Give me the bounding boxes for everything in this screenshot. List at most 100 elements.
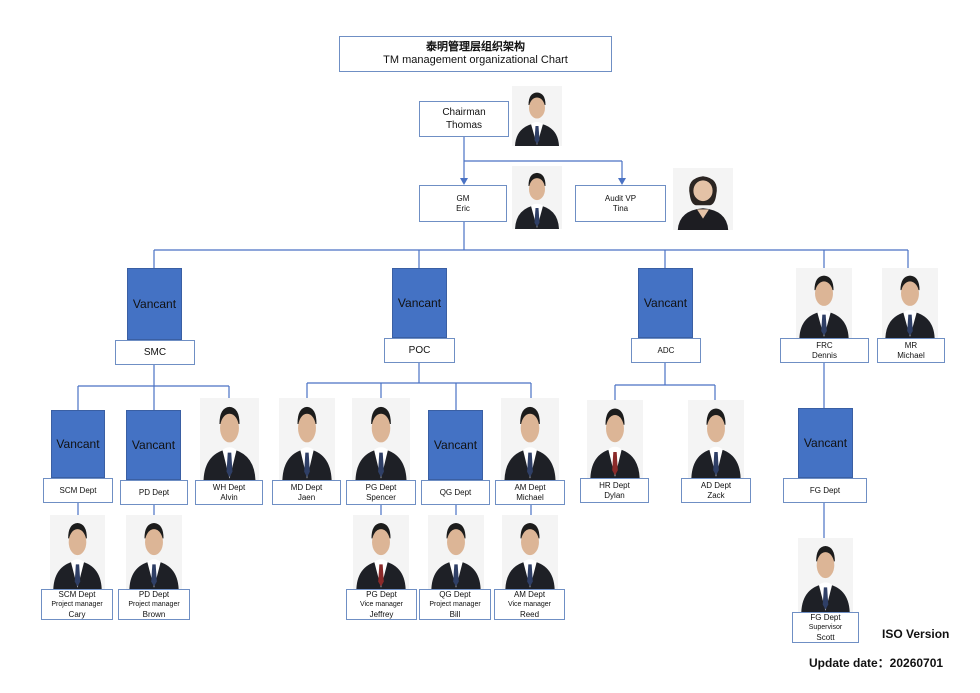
hr-photo	[587, 400, 643, 478]
am-staff-name: Reed	[519, 609, 540, 619]
portrait-icon	[352, 398, 410, 480]
poc-label: POC	[408, 344, 431, 356]
chairman-role: Chairman	[442, 107, 486, 118]
portrait-icon	[200, 398, 259, 480]
portrait-icon	[512, 86, 562, 146]
pg-dept-box: PG Dept Spencer	[346, 480, 416, 505]
pg-staff-box: PG Dept Vice manager Jeffrey	[346, 589, 417, 620]
scm-dept-box: SCM Dept	[43, 478, 113, 503]
scm-staff-dept: SCM Dept	[58, 589, 96, 599]
fg-dept-box: FG Dept	[783, 478, 867, 503]
md-photo	[279, 398, 335, 480]
mr-box: MR Michael	[877, 338, 945, 363]
frc-role: FRC	[816, 340, 833, 350]
portrait-icon	[279, 398, 335, 480]
pg-dept-name: Spencer	[366, 492, 396, 502]
chart-title-en: TM management organizational Chart	[383, 54, 568, 66]
fg-staff-dept: FG Dept	[810, 612, 841, 622]
scm-dept-label: SCM Dept	[59, 485, 97, 495]
audit-vp-photo	[673, 168, 733, 230]
mr-name: Michael	[897, 350, 925, 360]
pd-staff-photo	[126, 515, 182, 589]
pd-dept-box: PD Dept	[120, 480, 188, 505]
qg-staff-dept: QG Dept	[439, 589, 471, 599]
portrait-icon	[688, 400, 744, 478]
ad-dept-name: Zack	[707, 490, 725, 500]
portrait-icon	[796, 268, 852, 338]
poc-vacant: Vancant	[392, 268, 447, 338]
gm-role: GM	[456, 193, 470, 203]
qg-staff-box: QG Dept Project manager Bill	[419, 589, 491, 620]
scm-staff-photo	[50, 515, 105, 589]
scm-staff-title: Project manager	[51, 600, 103, 608]
qg-dept-label: QG Dept	[439, 487, 472, 497]
audit-vp-box: Audit VP Tina	[575, 185, 666, 222]
qg-staff-name: Bill	[449, 609, 461, 619]
pd-staff-title: Project manager	[128, 600, 180, 608]
pg-staff-photo	[353, 515, 409, 589]
pd-staff-box: PD Dept Project manager Brown	[118, 589, 190, 620]
smc-vacant: Vancant	[127, 268, 182, 340]
pg-staff-dept: PG Dept	[366, 589, 397, 599]
mr-photo	[882, 268, 938, 338]
update-date-label: Update date：20260701	[809, 656, 944, 670]
scm-staff-box: SCM Dept Project manager Cary	[41, 589, 113, 620]
ad-dept-role: AD Dept	[700, 480, 732, 490]
chairman-box: Chairman Thomas	[419, 101, 509, 137]
pg-dept-role: PG Dept	[365, 482, 397, 492]
pd-staff-dept: PD Dept	[138, 589, 170, 599]
pg-staff-name: Jeffrey	[369, 609, 394, 619]
adc-label: ADC	[657, 345, 675, 355]
chairman-photo	[512, 86, 562, 146]
portrait-icon	[428, 515, 484, 589]
hr-dept-name: Dylan	[604, 490, 625, 500]
iso-version-label: ISO Version	[882, 627, 950, 641]
audit-vp-role: Audit VP	[604, 193, 637, 203]
fg-staff-title: Supervisor	[808, 623, 843, 631]
am-staff-photo	[502, 515, 558, 589]
portrait-icon	[50, 515, 105, 589]
pg-photo	[352, 398, 410, 480]
scm-staff-name: Cary	[68, 609, 86, 619]
qg-staff-title: Project manager	[429, 600, 481, 608]
smc-label: SMC	[143, 346, 167, 358]
chart-title-cn: 泰明管理层组织架构	[426, 41, 525, 53]
am-staff-box: AM Dept Vice manager Reed	[494, 589, 565, 620]
am-staff-title: Vice manager	[507, 600, 552, 608]
adc-box: ADC	[631, 338, 701, 363]
gm-name: Eric	[456, 203, 470, 213]
mr-role: MR	[904, 340, 918, 350]
fg-vacant: Vancant	[798, 408, 853, 478]
scm-vacant: Vancant	[51, 410, 105, 478]
wh-photo	[200, 398, 259, 480]
md-dept-box: MD Dept Jaen	[272, 480, 341, 505]
ad-photo	[688, 400, 744, 478]
audit-vp-name: Tina	[612, 203, 629, 213]
wh-dept-box: WH Dept Alvin	[195, 480, 263, 505]
poc-box: POC	[384, 338, 455, 363]
portrait-icon	[353, 515, 409, 589]
hr-dept-role: HR Dept	[599, 480, 630, 490]
portrait-icon	[882, 268, 938, 338]
am-staff-dept: AM Dept	[513, 589, 546, 599]
chairman-name: Thomas	[445, 120, 483, 131]
wh-dept-name: Alvin	[220, 492, 238, 502]
wh-dept-role: WH Dept	[212, 482, 246, 492]
qg-staff-photo	[428, 515, 484, 589]
frc-name: Dennis	[812, 350, 837, 360]
md-dept-role: MD Dept	[290, 482, 323, 492]
qg-dept-box: QG Dept	[421, 480, 490, 505]
chart-title-box: 泰明管理层组织架构 TM management organizational C…	[339, 36, 612, 72]
portrait-icon	[587, 400, 643, 478]
portrait-icon	[126, 515, 182, 589]
smc-box: SMC	[115, 340, 195, 365]
gm-box: GM Eric	[419, 185, 507, 222]
fg-staff-photo	[798, 538, 853, 612]
qg-vacant: Vancant	[428, 410, 483, 480]
adc-vacant: Vancant	[638, 268, 693, 338]
portrait-icon	[502, 515, 558, 589]
fg-dept-label: FG Dept	[809, 485, 841, 495]
md-dept-name: Jaen	[297, 492, 316, 502]
frc-photo	[796, 268, 852, 338]
